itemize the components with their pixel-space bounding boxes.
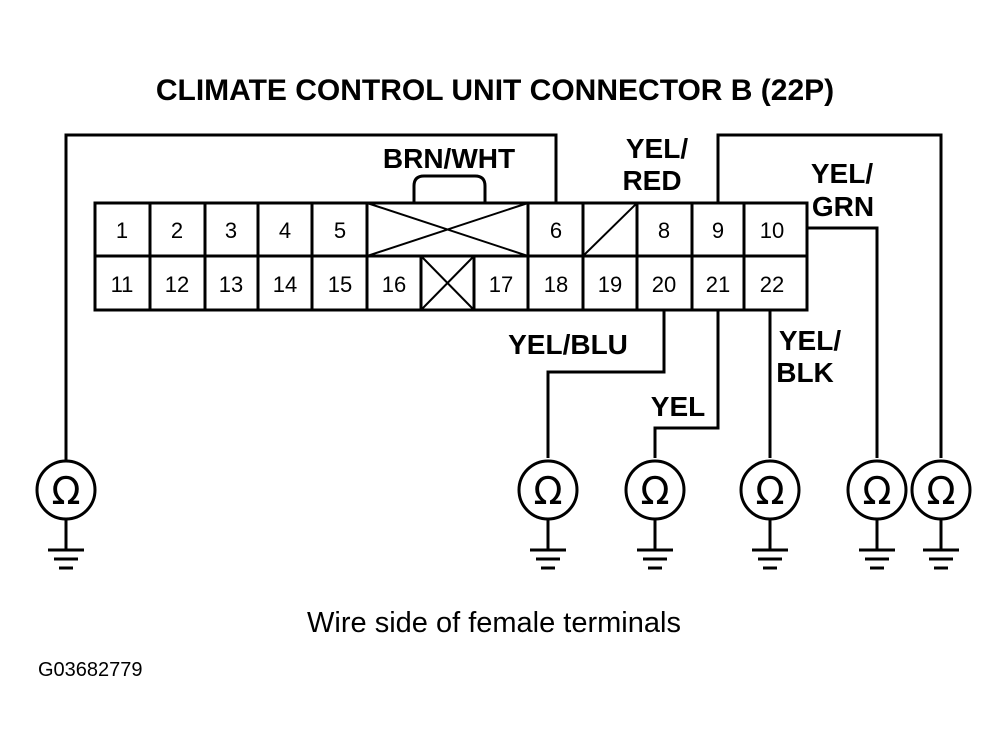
wire-label-yel-blk-line1: YEL/ xyxy=(779,325,841,356)
pin-label: 5 xyxy=(334,218,346,243)
ohmmeter-5: Ω xyxy=(846,459,908,570)
pin-label: 20 xyxy=(652,272,676,297)
wire-yel-blu xyxy=(546,310,666,458)
ohmmeter-2: Ω xyxy=(517,459,579,570)
wire-label-yel-red-line2: RED xyxy=(622,165,681,196)
pin-numbers-bottom: 11 12 13 14 15 16 17 18 19 20 21 22 xyxy=(111,272,785,297)
ohm-icon: Ω xyxy=(862,469,891,513)
ohm-icon: Ω xyxy=(533,469,562,513)
wire-label-brn-wht: BRN/WHT xyxy=(383,143,515,174)
pin-label: 14 xyxy=(273,272,297,297)
pin-label: 19 xyxy=(598,272,622,297)
figure-code: G03682779 xyxy=(38,659,143,681)
connector-lock-tab xyxy=(412,174,487,203)
pin-label: 13 xyxy=(219,272,243,297)
wire-label-yel-grn-line2: GRN xyxy=(812,191,874,222)
wire-yel-red xyxy=(716,133,943,458)
pin-label: 2 xyxy=(171,218,183,243)
pin-label: 10 xyxy=(760,218,784,243)
pin-label: 11 xyxy=(111,272,134,297)
diagram-caption: Wire side of female terminals xyxy=(307,607,681,639)
ohmmeter-6: Ω xyxy=(910,459,972,570)
wire-label-yel-red-line1: YEL/ xyxy=(626,133,688,164)
wire-label-yel: YEL xyxy=(651,391,705,422)
wire-label-yel-blk-line2: BLK xyxy=(776,357,834,388)
ohm-icon: Ω xyxy=(755,469,784,513)
ohmmeter-3: Ω xyxy=(624,459,686,570)
blank-cavity-7 xyxy=(582,202,638,257)
pin-label: 3 xyxy=(225,218,237,243)
ohm-icon: Ω xyxy=(51,469,80,513)
connector-body xyxy=(93,201,809,312)
wire-yel xyxy=(653,310,720,458)
wire-label-yel-grn-line1: YEL/ xyxy=(811,158,873,189)
pin-label: 22 xyxy=(760,272,784,297)
pin-label: 12 xyxy=(165,272,189,297)
wire-brn-wht xyxy=(64,133,558,462)
ohmmeter-1: Ω xyxy=(35,459,97,570)
pin-label: 21 xyxy=(706,272,730,297)
pin-label: 1 xyxy=(116,218,128,243)
pin-label: 16 xyxy=(382,272,406,297)
wire-label-yel-blu: YEL/BLU xyxy=(508,329,628,360)
pin-numbers-top: 1 2 3 4 5 6 8 9 10 xyxy=(116,218,784,243)
pin-label: 4 xyxy=(279,218,291,243)
ohmmeter-4: Ω xyxy=(739,459,801,570)
pin-label: 18 xyxy=(544,272,568,297)
wires xyxy=(64,133,943,462)
pin-label: 6 xyxy=(550,218,562,243)
pin-label: 8 xyxy=(658,218,670,243)
pin-label: 17 xyxy=(489,272,513,297)
ohm-icon: Ω xyxy=(640,469,669,513)
wire-yel-grn xyxy=(807,226,879,458)
pin-label: 15 xyxy=(328,272,352,297)
ohm-icon: Ω xyxy=(926,469,955,513)
diagram-title: CLIMATE CONTROL UNIT CONNECTOR B (22P) xyxy=(156,74,834,107)
pin-label: 9 xyxy=(712,218,724,243)
